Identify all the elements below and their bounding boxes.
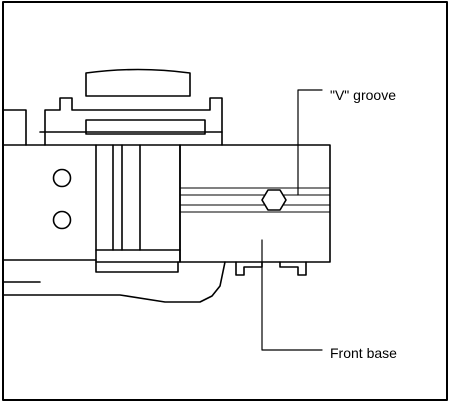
hole-upper [52, 168, 72, 188]
hex-nut [261, 189, 287, 211]
top-housing [85, 68, 191, 97]
leader-v-groove [297, 89, 323, 196]
lower-tab-right [279, 261, 307, 276]
front-base-block [179, 144, 331, 263]
center-column [95, 144, 181, 263]
housing-inner [85, 119, 206, 135]
lower-body [2, 261, 226, 303]
leader-front-base [261, 239, 323, 351]
label-v-groove: "V" groove [330, 87, 396, 103]
housing-base [44, 97, 223, 146]
column-foot [95, 249, 181, 273]
left-bracket [2, 109, 27, 146]
hole-lower [52, 210, 72, 230]
lower-tab-left [235, 261, 263, 276]
main-body [2, 144, 181, 261]
label-front-base: Front base [330, 345, 397, 361]
